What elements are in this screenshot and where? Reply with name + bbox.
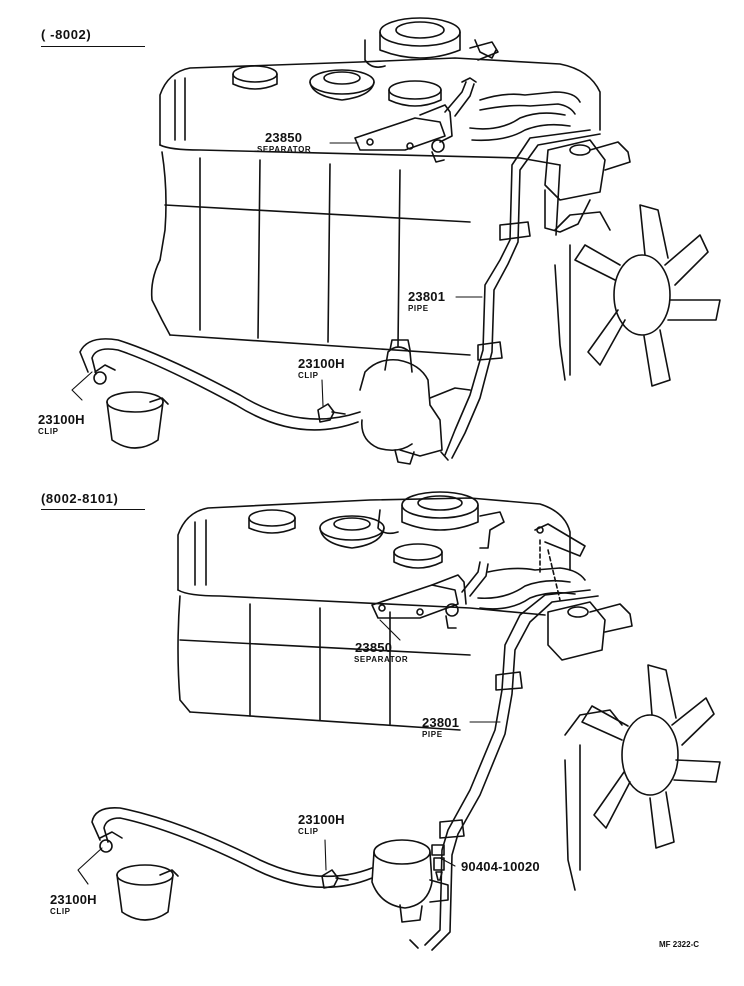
part-23100h-name-bottom-right: CLIP (298, 827, 319, 836)
thermostat-housing-top (544, 139, 631, 233)
leader-lines (71, 142, 501, 885)
pipe-23801-bottom (409, 589, 599, 951)
air-cleaner-top (364, 17, 499, 68)
section-1-range-underline (41, 46, 145, 48)
part-23801-name-bottom: PIPE (422, 730, 443, 739)
thermostat-housing-bottom (547, 601, 633, 661)
part-23801-number-bottom: 23801 (422, 715, 460, 730)
part-23850-name-bottom: SEPARATOR (354, 655, 409, 664)
air-cleaner-bottom (377, 491, 505, 549)
part-23100h-number-bottom-left: 23100H (50, 892, 97, 907)
carburetor-top (359, 339, 471, 465)
separator-23850-top (354, 104, 453, 163)
part-23100h-name-top-left: CLIP (38, 427, 59, 436)
bracket-bottom (534, 523, 586, 601)
part-23850-number-top: 23850 (265, 130, 303, 145)
part-23100h-number-bottom-right: 23100H (298, 812, 345, 827)
part-23850-number-bottom: 23850 (355, 640, 393, 655)
radiator-cap-bottom (319, 515, 385, 549)
fitting-90404-10020 (431, 844, 445, 881)
fuel-hose-top (79, 338, 361, 431)
radiator-cap-top (309, 69, 375, 101)
part-23850-name-top: SEPARATOR (257, 145, 312, 154)
fuel-filter-bottom (99, 831, 179, 921)
section-2-range-underline (41, 509, 145, 511)
part-90404-10020-number: 90404-10020 (461, 859, 540, 874)
part-23100h-number-top-left: 23100H (38, 412, 85, 427)
hose-upper-bottom (461, 561, 586, 610)
clip-23100h-top-right (317, 403, 346, 423)
breather-cap-bottom (393, 543, 443, 569)
part-23801-name-top: PIPE (408, 304, 429, 313)
figure-code: MF 2322-C (659, 940, 700, 949)
part-23100h-name-bottom-left: CLIP (50, 907, 71, 916)
carburetor-bottom (371, 839, 449, 923)
part-23801-number-top: 23801 (408, 289, 446, 304)
engine-block-top (150, 57, 601, 356)
breather-cap-top (388, 80, 442, 107)
part-23100h-name-top-right: CLIP (298, 371, 319, 380)
fan-top (554, 204, 721, 387)
engine-block-bottom (177, 497, 571, 731)
oil-filler-cap-bottom (248, 509, 296, 534)
section-2-range-label: (8002-8101) (41, 491, 119, 506)
separator-23850-bottom (371, 574, 467, 629)
pipe-23801-top (440, 129, 601, 461)
hose-upper-top (444, 77, 581, 142)
fuel-filter-top (93, 364, 169, 449)
clip-23100h-bottom-right (321, 869, 349, 889)
oil-filler-cap-top (232, 65, 278, 90)
section-1-range-label: ( -8002) (41, 27, 92, 42)
part-23100h-number-top-right: 23100H (298, 356, 345, 371)
fan-bottom (564, 664, 721, 891)
fuel-hose-bottom (91, 806, 373, 889)
